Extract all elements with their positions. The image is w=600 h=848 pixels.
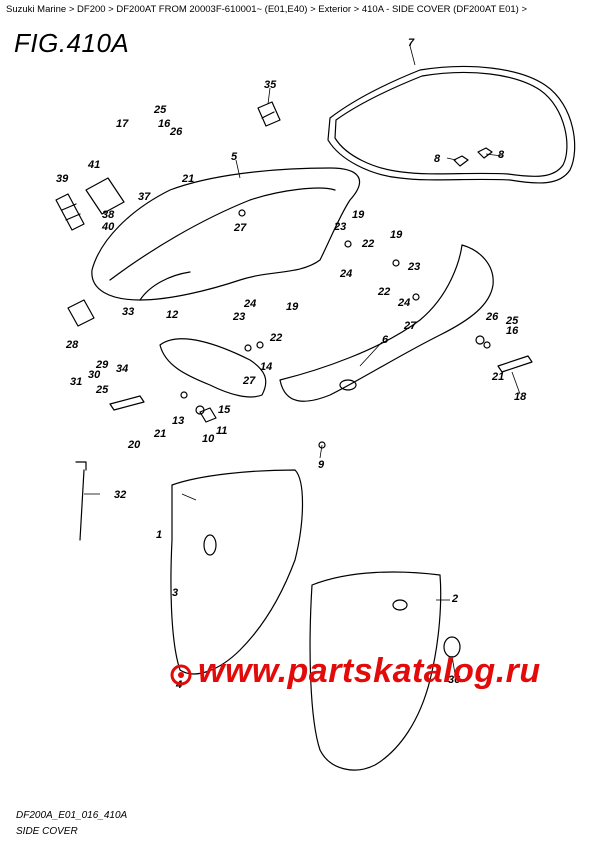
breadcrumb-sep: > <box>351 4 362 15</box>
callout-34[interactable]: 34 <box>116 363 128 375</box>
part-7-gasket <box>327 65 576 184</box>
callout-38[interactable]: 38 <box>102 209 115 221</box>
callout-1[interactable]: 1 <box>156 529 162 541</box>
callout-19b[interactable]: 19 <box>390 229 403 241</box>
callout-36[interactable]: 36 <box>448 674 461 686</box>
callout-15[interactable]: 15 <box>218 404 231 416</box>
callout-29[interactable]: 29 <box>95 359 109 371</box>
part-35-grommet <box>257 101 281 127</box>
callout-22b[interactable]: 22 <box>377 286 390 298</box>
callout-22c[interactable]: 22 <box>269 332 282 344</box>
part-1-left-cover <box>170 469 304 675</box>
callout-21b[interactable]: 21 <box>153 428 166 440</box>
breadcrumb-link-2[interactable]: DF200AT FROM 20003F-610001~ (E01,E40) <box>116 4 308 15</box>
callout-3[interactable]: 3 <box>172 587 178 599</box>
part-12-front-panel <box>159 338 267 398</box>
breadcrumb-link-1[interactable]: DF200 <box>77 4 106 15</box>
callout-30[interactable]: 30 <box>88 369 101 381</box>
callout-25b[interactable]: 25 <box>95 384 109 396</box>
callout-7[interactable]: 7 <box>408 37 415 49</box>
part-10-grommet <box>199 407 217 423</box>
breadcrumb: Suzuki Marine > DF200 > DF200AT FROM 200… <box>6 4 596 16</box>
callout-19a[interactable]: 19 <box>352 209 365 221</box>
callout-27c[interactable]: 27 <box>242 375 256 387</box>
part-6-right-cover <box>279 244 494 402</box>
figure-title: FIG.410A <box>14 28 130 58</box>
callout-40[interactable]: 40 <box>101 221 115 233</box>
callout-23c[interactable]: 23 <box>232 311 245 323</box>
callout-26b[interactable]: 26 <box>485 311 499 323</box>
part-37-connector <box>85 177 125 215</box>
callout-31[interactable]: 31 <box>70 376 82 388</box>
callout-22a[interactable]: 22 <box>361 238 374 250</box>
breadcrumb-link-4[interactable]: 410A - SIDE COVER (DF200AT E01) <box>361 4 519 15</box>
callout-39[interactable]: 39 <box>56 173 69 185</box>
callout-21c[interactable]: 21 <box>491 371 504 383</box>
callout-17[interactable]: 17 <box>116 118 129 130</box>
part-28-grommet <box>67 299 95 327</box>
part-2-right-cover <box>309 571 442 771</box>
callout-25a[interactable]: 25 <box>153 104 167 116</box>
callout-6[interactable]: 6 <box>382 334 389 346</box>
callout-13[interactable]: 13 <box>172 415 184 427</box>
callout-10[interactable]: 10 <box>202 433 215 445</box>
callout-2[interactable]: 2 <box>451 593 458 605</box>
callout-24a[interactable]: 24 <box>339 268 352 280</box>
breadcrumb-sep: > <box>105 4 117 15</box>
diagram-caption: SIDE COVER <box>16 826 78 837</box>
callout-16b[interactable]: 16 <box>506 325 519 337</box>
breadcrumb-sep: > <box>518 4 528 15</box>
callout-5[interactable]: 5 <box>231 151 238 163</box>
part-8-clip <box>477 147 493 159</box>
callout-27b[interactable]: 27 <box>403 320 417 332</box>
callout-12[interactable]: 12 <box>166 309 178 321</box>
diagram-code: DF200A_E01_016_410A <box>16 810 128 821</box>
callout-35[interactable]: 35 <box>264 79 277 91</box>
callout-33[interactable]: 33 <box>122 306 134 318</box>
callout-24c[interactable]: 24 <box>243 298 256 310</box>
part-39-grommet <box>55 193 85 231</box>
callout-37[interactable]: 37 <box>138 191 151 203</box>
part-18-handle <box>497 355 533 373</box>
callout-41[interactable]: 41 <box>87 159 100 171</box>
callout-23a[interactable]: 23 <box>333 221 346 233</box>
breadcrumb-link-0[interactable]: Suzuki Marine <box>6 4 67 15</box>
callout-25c[interactable]: 25 <box>505 315 519 327</box>
callout-23b[interactable]: 23 <box>407 261 420 273</box>
callout-8b[interactable]: 8 <box>498 149 505 161</box>
watermark-gear-icon <box>170 664 192 686</box>
callout-32[interactable]: 32 <box>114 489 126 501</box>
breadcrumb-sep: > <box>307 4 319 15</box>
part-5-upper-cover <box>91 167 361 301</box>
callout-9[interactable]: 9 <box>318 459 325 471</box>
part-20-handle <box>109 395 145 411</box>
breadcrumb-sep: > <box>66 4 78 15</box>
callout-21a[interactable]: 21 <box>181 173 194 185</box>
part-32-strap <box>75 461 87 541</box>
part-8-clip <box>453 155 469 167</box>
callout-24b[interactable]: 24 <box>397 297 410 309</box>
callout-14[interactable]: 14 <box>260 361 272 373</box>
breadcrumb-link-3[interactable]: Exterior <box>318 4 352 15</box>
callout-16a[interactable]: 16 <box>158 118 171 130</box>
callout-19c[interactable]: 19 <box>286 301 299 313</box>
callout-18[interactable]: 18 <box>514 391 527 403</box>
callout-8a[interactable]: 8 <box>434 153 441 165</box>
callout-11[interactable]: 11 <box>216 425 227 437</box>
callout-27a[interactable]: 27 <box>233 222 247 234</box>
callout-26a[interactable]: 26 <box>169 126 183 138</box>
watermark-text: www.partskatalog.ru <box>198 652 541 690</box>
callout-28[interactable]: 28 <box>65 339 79 351</box>
callout-20[interactable]: 20 <box>127 439 141 451</box>
